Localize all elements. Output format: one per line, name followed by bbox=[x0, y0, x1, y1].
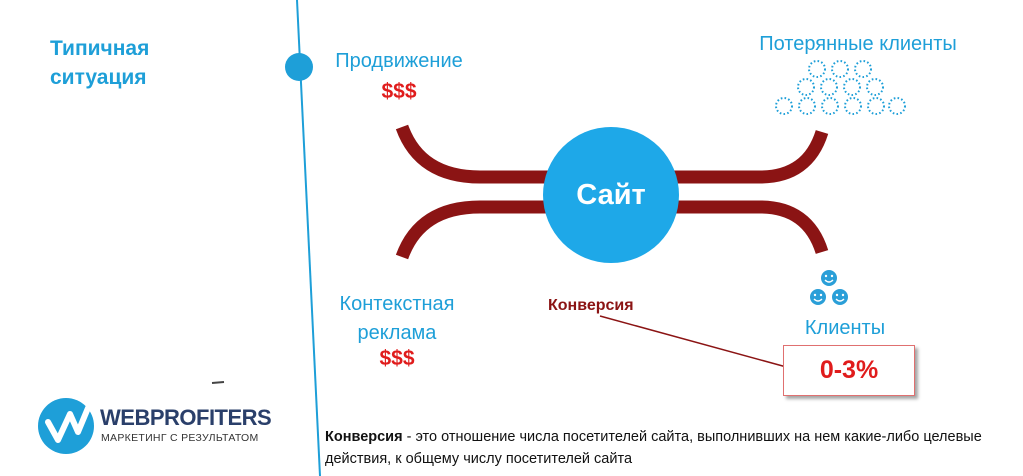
logo-tagline: МАРКЕТИНГ С РЕЗУЛЬТАТОМ bbox=[101, 432, 259, 444]
conversion-definition: Конверсия - это отношение числа посетите… bbox=[325, 426, 1015, 470]
conversion-rate: 0-3% bbox=[819, 356, 879, 384]
timeline-dot bbox=[285, 53, 313, 81]
pipe-clients bbox=[670, 200, 829, 255]
slide-title-line2: ситуация bbox=[50, 66, 147, 89]
context-ads-label-line1: Контекстная bbox=[339, 293, 455, 315]
slide-title-line1: Типичная bbox=[50, 37, 150, 60]
webprofiters-logo-icon bbox=[38, 398, 94, 454]
definition-term: Конверсия bbox=[325, 429, 403, 445]
pipe-context-ads bbox=[395, 200, 555, 260]
pipe-promotion bbox=[395, 124, 555, 184]
site-circle bbox=[543, 127, 679, 263]
site-label: Сайт bbox=[576, 179, 646, 211]
conversion-label: Конверсия bbox=[548, 297, 634, 314]
lost-clients-icon bbox=[775, 60, 906, 115]
decor-dash bbox=[211, 381, 225, 384]
context-ads-label: Контекстная реклама bbox=[318, 290, 476, 348]
definition-text: - это отношение числа посетителей сайта,… bbox=[325, 429, 982, 467]
slide-title: Типичная ситуация bbox=[50, 34, 149, 92]
clients-label: Клиенты bbox=[804, 317, 886, 339]
promotion-label: Продвижение bbox=[335, 50, 463, 72]
pipe-lost-clients bbox=[670, 129, 829, 184]
context-ads-label-line2: реклама bbox=[357, 322, 437, 344]
conversion-rate-box: 0-3% bbox=[783, 345, 915, 396]
context-ads-cost: $$$ bbox=[379, 347, 415, 370]
conversion-pointer bbox=[599, 315, 791, 369]
promotion-cost: $$$ bbox=[381, 80, 417, 103]
logo-brand: WEBPROFITERS bbox=[100, 405, 272, 430]
clients-icon bbox=[810, 270, 848, 305]
lost-clients-label: Потерянные клиенты bbox=[759, 33, 957, 55]
